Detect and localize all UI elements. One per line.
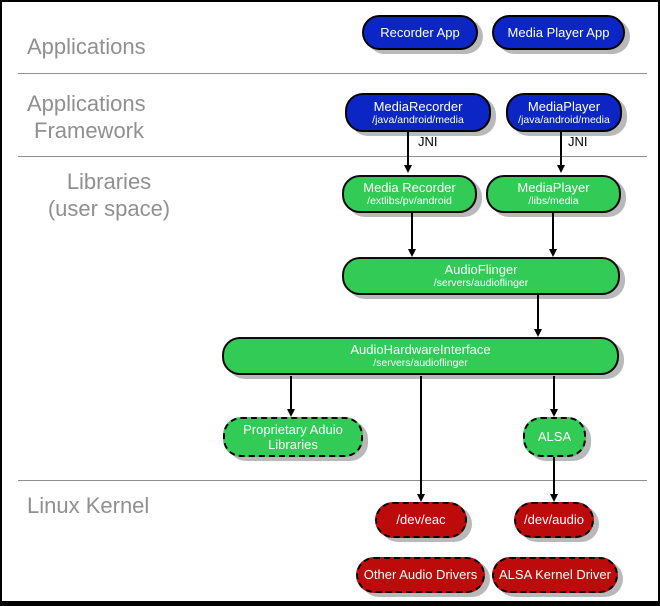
node-subtitle: /servers/audioflinger [373, 357, 468, 370]
layer-label-applications: Applications [27, 33, 146, 60]
node-dev-audio: /dev/audio [514, 502, 594, 538]
node-subtitle: /libs/media [528, 195, 579, 208]
node-subtitle: /servers/audioflinger [433, 277, 529, 290]
divider-framework-libraries [18, 156, 647, 157]
node-media-player-app: Media Player App [492, 15, 625, 50]
layer-label-text: (user space) [47, 196, 171, 221]
layer-label-text: Applications [27, 34, 146, 59]
node-subtitle: /extlibs/pv/android [367, 195, 452, 208]
node-title: MediaPlayer [527, 98, 601, 114]
divider-applications-framework [18, 73, 647, 74]
node-mediaplayer-framework: MediaPlayer /java/android/media [506, 93, 622, 132]
arrow-hwinterface-to-dev-eac [417, 376, 425, 502]
node-title: AudioHardwareInterface [350, 342, 491, 358]
node-alsa-kernel-driver: ALSA Kernel Driver [492, 557, 618, 593]
arrow-mediarecorder-jni [404, 131, 412, 173]
node-title: Other Audio Drivers [363, 567, 478, 583]
layer-label-linux-kernel: Linux Kernel [27, 492, 149, 519]
edge-label-jni-left: JNI [418, 134, 438, 149]
layer-label-text: Linux Kernel [27, 493, 150, 518]
node-title: Media Player App [507, 24, 610, 40]
node-title: ALSA Kernel Driver [499, 567, 611, 583]
node-dev-eac: /dev/eac [375, 502, 467, 538]
arrow-hwinterface-to-alsa [550, 376, 558, 417]
node-other-audio-drivers: Other Audio Drivers [356, 557, 485, 593]
node-title: /dev/audio [524, 512, 584, 528]
arrow-mediarecorder-to-audioflinger [408, 213, 416, 257]
layer-label-text: Applications [27, 91, 146, 116]
arrow-alsa-to-dev-audio [550, 457, 558, 502]
node-subtitle: /java/android/media [372, 113, 464, 126]
arrow-audioflinger-to-hwinterface [534, 295, 542, 337]
layer-label-libraries: Libraries (user space) [14, 168, 204, 222]
layer-label-text: Framework [34, 118, 145, 143]
divider-libraries-kernel [18, 480, 647, 481]
node-title: Libraries [268, 437, 318, 452]
node-proprietary-audio-libraries: Proprietary Aduio Libraries [223, 417, 363, 457]
arrow-mediaplayer-jni [557, 131, 565, 173]
node-mediaplayer-lib: MediaPlayer /libs/media [486, 175, 621, 213]
arrow-hwinterface-to-proprietary [287, 376, 295, 417]
node-media-recorder-lib: Media Recorder /extlibs/pv/android [342, 175, 477, 213]
arrow-mediaplayer-to-audioflinger [549, 213, 557, 257]
node-audio-hardware-interface: AudioHardwareInterface /servers/audiofli… [222, 337, 619, 375]
layer-label-applications-framework: Applications Framework [27, 90, 146, 144]
node-audioflinger: AudioFlinger /servers/audioflinger [342, 257, 620, 295]
node-title: MediaPlayer [517, 180, 590, 196]
node-subtitle: /java/android/media [518, 113, 610, 126]
node-alsa: ALSA [523, 417, 586, 457]
node-title: ALSA [537, 429, 572, 445]
node-title: /dev/eac [396, 512, 446, 528]
node-mediarecorder-framework: MediaRecorder /java/android/media [345, 93, 491, 132]
node-title: Proprietary Aduio [243, 421, 343, 437]
node-title: MediaRecorder [373, 98, 463, 114]
layer-label-text: Libraries [66, 169, 152, 194]
node-recorder-app: Recorder App [362, 15, 478, 50]
node-title: Media Recorder [363, 180, 456, 196]
edge-label-jni-right: JNI [568, 134, 588, 149]
node-title: Recorder App [380, 24, 460, 40]
node-title: AudioFlinger [444, 262, 518, 278]
